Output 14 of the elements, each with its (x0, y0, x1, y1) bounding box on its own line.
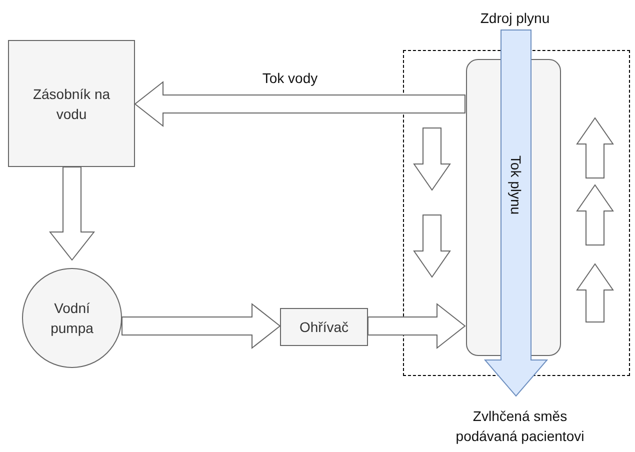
edge-label: Tok vody (261, 69, 319, 88)
flow-arrow (48, 166, 96, 261)
node-label: Vodní pumpa (50, 299, 94, 338)
flow-arrow (122, 302, 281, 350)
reservoir-box (8, 40, 135, 167)
gas-source-label: Zdroj plynu (465, 6, 565, 30)
flow-arrow (484, 30, 548, 397)
node-label: Zásobník na vodu (32, 84, 112, 124)
flow-arrow (134, 80, 466, 128)
flow-arrow (368, 302, 466, 350)
node-label: Ohřívač (299, 318, 348, 337)
output-label: Zvlhčená směs podávaná pacientovi (445, 404, 595, 448)
heater-box (280, 308, 368, 346)
edge-label: Tok plynu (507, 154, 525, 217)
